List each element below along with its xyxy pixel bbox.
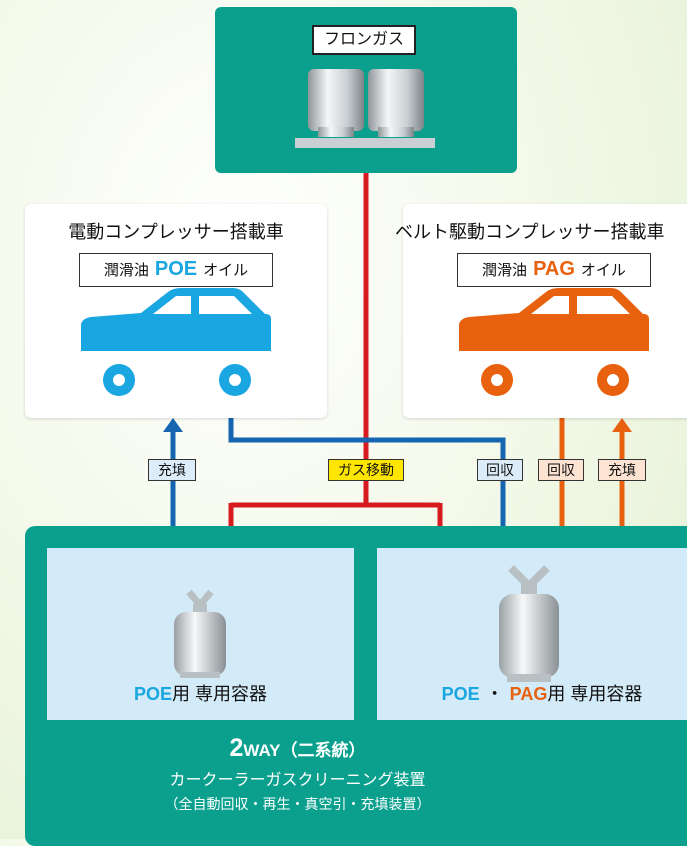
- poe-pag-container-panel: POE・PAG用 専用容器: [377, 548, 687, 720]
- orange-up-arrow-icon: [612, 418, 632, 432]
- oil-prefix: 潤滑油: [103, 262, 149, 279]
- fill-label-right: 充填: [598, 459, 646, 481]
- machine-title-rest: WAY（二系統）: [243, 741, 366, 760]
- container-suffix: 用 専用容器: [547, 684, 643, 704]
- oil-prefix: 潤滑油: [482, 262, 528, 279]
- oil-name-pag: PAG: [509, 684, 548, 704]
- poe-container-caption: POE用 専用容器: [47, 680, 354, 706]
- fill-label-left: 充填: [148, 459, 196, 481]
- oil-name: PAG: [533, 258, 575, 280]
- oil-type-box: 潤滑油 PAG オイル: [457, 253, 651, 287]
- oil-name: POE: [154, 258, 198, 280]
- oil-suffix: オイル: [580, 262, 626, 279]
- blue-recover-line: [228, 418, 506, 536]
- orange-car-icon: [459, 288, 649, 396]
- poe-container-panel: POE用 専用容器: [47, 548, 354, 720]
- oil-suffix: オイル: [203, 262, 249, 279]
- recover-label-blue: 回収: [477, 459, 523, 481]
- separator: ・: [485, 684, 504, 704]
- gas-unit-label: フロンガス: [312, 25, 416, 55]
- vehicle-title: 電動コンプレッサー搭載車: [68, 222, 284, 242]
- container-suffix: 用 専用容器: [172, 684, 268, 704]
- electric-compressor-vehicle-card: 電動コンプレッサー搭載車 潤滑油 POE オイル: [25, 204, 327, 418]
- vehicle-title: ベルト駆動コンプレッサー搭載車: [395, 222, 665, 242]
- oil-name-poe: POE: [441, 684, 480, 704]
- oil-name: POE: [133, 684, 172, 704]
- blue-car-icon: [81, 288, 271, 396]
- machine-title: 2WAY（二系統）: [25, 734, 570, 763]
- gas-cleaning-machine: POE用 専用容器 POE・PAG用 専用容器 2WAY（二系統） カークーラー…: [25, 526, 687, 846]
- large-tank-icon: [499, 565, 559, 682]
- oil-type-box: 潤滑油 POE オイル: [79, 253, 273, 287]
- belt-compressor-vehicle-card: ベルト駆動コンプレッサー搭載車 潤滑油 PAG オイル: [395, 204, 687, 418]
- small-tank-icon: [174, 589, 226, 678]
- poe-pag-container-caption: POE・PAG用 専用容器: [377, 680, 687, 706]
- recover-label-orange: 回収: [538, 459, 584, 481]
- machine-title-number: 2: [229, 734, 244, 762]
- gas-transfer-label: ガス移動: [328, 459, 404, 481]
- machine-subtitle: カークーラーガスクリーニング装置: [169, 772, 426, 789]
- blue-up-arrow-icon: [163, 418, 183, 432]
- machine-note: （全自動回収・再生・真空引・充填装置）: [164, 796, 431, 812]
- refrigerant-gas-unit: フロンガス: [215, 7, 517, 173]
- gas-cylinders-icon: [295, 69, 435, 148]
